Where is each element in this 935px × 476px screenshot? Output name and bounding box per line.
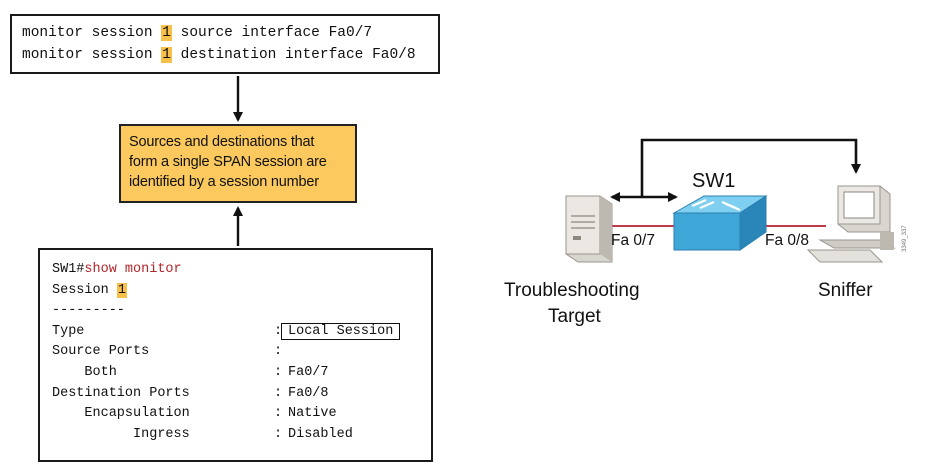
row-key: Encapsulation	[52, 406, 190, 422]
cmd-text: monitor session	[22, 47, 162, 63]
row-value: Fa0/8	[288, 385, 329, 401]
session-line: Session 1	[52, 281, 431, 302]
row-key: Both	[52, 364, 117, 380]
session-number-highlight: 1	[116, 282, 127, 298]
row-colon: :	[274, 364, 283, 380]
row-value: Native	[288, 406, 337, 422]
output-row-encapsulation: Encapsulation: Native	[52, 404, 431, 425]
note-line: Sources and destinations that	[129, 134, 315, 150]
cmd-text: destination interface Fa0/8	[171, 47, 416, 63]
cli-prompt-line: SW1#show monitor	[52, 260, 431, 281]
session-number-highlight: 1	[161, 47, 172, 63]
output-row-destination-ports: Destination Ports: Fa0/8	[52, 384, 431, 405]
session-label: Session	[52, 282, 117, 298]
cli-command: show monitor	[84, 262, 182, 277]
port-label-fa07: Fa 0/7	[611, 232, 655, 249]
note-line: form a single SPAN session are	[129, 154, 327, 170]
port-label-fa08: Fa 0/8	[765, 232, 809, 249]
explanation-note: Sources and destinations that form a sin…	[119, 124, 357, 203]
row-key: Ingress	[52, 426, 190, 442]
workstation-icon	[806, 185, 896, 263]
row-key: Type	[52, 323, 85, 339]
session-number-highlight: 1	[161, 25, 172, 41]
switch-label: SW1	[692, 170, 736, 192]
output-row-source-ports: Source Ports:	[52, 342, 431, 363]
server-icon	[565, 195, 613, 263]
figure-code: 3349_337	[902, 225, 908, 252]
output-row-type: Type:Local Session	[52, 322, 431, 343]
cli-prompt: SW1#	[52, 262, 85, 277]
show-monitor-output: SW1#show monitor Session 1 --------- Typ…	[38, 248, 433, 462]
row-colon: :	[274, 426, 283, 442]
row-value: Disabled	[288, 426, 353, 442]
output-row-both: Both: Fa0/7	[52, 363, 431, 384]
target-label-line2: Target	[548, 306, 601, 327]
switch-icon	[672, 195, 768, 251]
config-commands-box: monitor session 1 source interface Fa0/7…	[10, 14, 440, 74]
cmd-text: source interface Fa0/7	[171, 25, 373, 41]
type-value-boxed: Local Session	[281, 322, 401, 340]
cmd-text: monitor session	[22, 25, 162, 41]
row-value: Fa0/7	[288, 364, 329, 380]
row-colon: :	[274, 385, 283, 401]
row-key: Source Ports	[52, 344, 150, 360]
config-line-destination: monitor session 1 destination interface …	[22, 44, 438, 66]
row-colon: :	[274, 323, 283, 339]
note-line: identified by a session number	[129, 174, 319, 190]
sniffer-label: Sniffer	[818, 280, 873, 301]
output-row-ingress: Ingress: Disabled	[52, 425, 431, 446]
separator-line: ---------	[52, 301, 431, 322]
mirror-path	[640, 138, 861, 197]
row-key: Destination Ports	[52, 385, 190, 401]
row-colon: :	[274, 344, 283, 360]
row-colon: :	[274, 406, 283, 422]
target-label-line1: Troubleshooting	[504, 280, 640, 301]
config-line-source: monitor session 1 source interface Fa0/7	[22, 22, 438, 44]
separator: ---------	[52, 303, 125, 319]
